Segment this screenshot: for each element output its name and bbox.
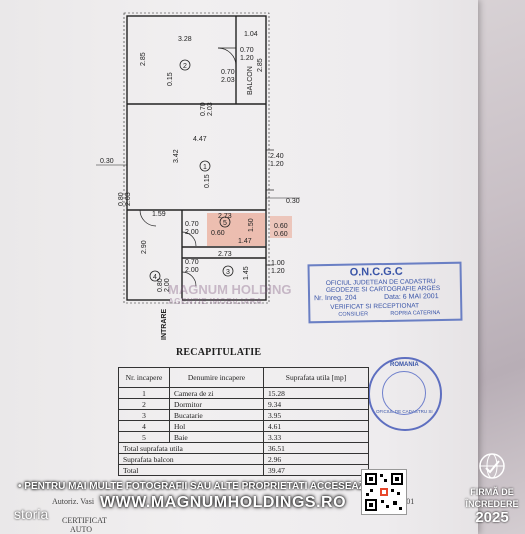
total-row: Total 39.47 xyxy=(118,464,369,476)
svg-text:2.00: 2.00 xyxy=(185,229,199,236)
svg-text:1.59: 1.59 xyxy=(152,211,166,218)
svg-text:0.70: 0.70 xyxy=(200,102,207,116)
faint-certificate: CERTIFICAT xyxy=(62,516,107,525)
svg-text:1.50: 1.50 xyxy=(248,218,255,232)
svg-text:0.70: 0.70 xyxy=(185,221,199,228)
faint-auto: AUTO xyxy=(70,525,93,534)
trust-badge: FIRMĂ DE ÎNCREDERE 2025 xyxy=(462,452,522,526)
balcony-label: BALCON xyxy=(247,66,254,95)
svg-text:0.80: 0.80 xyxy=(118,192,125,206)
svg-text:1.20: 1.20 xyxy=(270,161,284,168)
dim-right-top: 1.04 xyxy=(244,31,258,38)
svg-text:0.15: 0.15 xyxy=(167,72,174,86)
promo-banner-text: • PENTRU MAI MULTE FOTOGRAFII SAU ALTE P… xyxy=(18,481,373,492)
svg-text:1.20: 1.20 xyxy=(271,268,285,275)
total-row: Suprafata balcon 2.96 xyxy=(118,453,369,465)
svg-text:2.00: 2.00 xyxy=(185,267,199,274)
svg-text:2.00: 2.00 xyxy=(164,278,171,292)
faint-authorization: Autoriz. Vasi xyxy=(52,497,95,506)
svg-text:0.80: 0.80 xyxy=(157,278,164,292)
table-row: 2 Dormitor 9.34 xyxy=(118,398,369,410)
table-row: 1 Camera de zi 15.28 xyxy=(118,387,369,399)
agency-watermark: MAGNUM HOLDING AGENTIE IMOBILIARA xyxy=(168,282,292,306)
dim-room1-width: 4.47 xyxy=(193,136,207,143)
room-number-3: 3 xyxy=(226,269,230,276)
recap-title: RECAPITULATIE xyxy=(176,347,262,358)
dim-room2-height: 2.85 xyxy=(140,52,147,66)
qr-code-icon[interactable] xyxy=(361,469,407,515)
svg-text:2.03: 2.03 xyxy=(221,77,235,84)
svg-text:2.40: 2.40 xyxy=(270,153,284,160)
svg-text:1.20: 1.20 xyxy=(240,55,254,62)
outer-walls xyxy=(126,15,267,301)
svg-text:2.85: 2.85 xyxy=(257,58,264,72)
svg-text:1.45: 1.45 xyxy=(243,266,250,280)
svg-text:0.60: 0.60 xyxy=(274,231,288,238)
svg-text:2.03: 2.03 xyxy=(125,192,132,206)
room-number-2: 2 xyxy=(183,63,187,70)
website-link[interactable]: WWW.MAGNUMHOLDINGS.RO xyxy=(100,494,347,511)
svg-text:2.90: 2.90 xyxy=(141,240,148,254)
svg-text:2.03: 2.03 xyxy=(207,102,214,116)
svg-text:3.42: 3.42 xyxy=(173,149,180,163)
svg-text:0.70: 0.70 xyxy=(221,69,235,76)
svg-text:2.73: 2.73 xyxy=(218,251,232,258)
room-number-1: 1 xyxy=(203,164,207,171)
recap-header-row: Nr. incapere Denumire incapere Suprafata… xyxy=(118,367,369,388)
oncgc-stamp: O.N.C.G.C OFICIUL JUDETEAN DE CADASTRU G… xyxy=(307,261,463,324)
svg-text:1.00: 1.00 xyxy=(271,260,285,267)
round-official-stamp: ROMANIA OFICIUL DE CADASTRU SI xyxy=(368,357,442,431)
table-row: 4 Hol 4.61 xyxy=(118,420,369,432)
svg-text:2.73: 2.73 xyxy=(218,213,232,220)
svg-text:0.60: 0.60 xyxy=(211,230,225,237)
table-row: 3 Bucatarie 3.95 xyxy=(118,409,369,421)
recap-table: Nr. incapere Denumire incapere Suprafata… xyxy=(118,367,369,476)
bathroom-highlight xyxy=(207,213,265,246)
entry-label: INTRARE xyxy=(161,309,168,340)
svg-text:0.60: 0.60 xyxy=(274,223,288,230)
svg-text:0.70: 0.70 xyxy=(240,47,254,54)
globe-icon xyxy=(479,453,505,479)
svg-text:0.30: 0.30 xyxy=(286,198,300,205)
svg-text:0.70: 0.70 xyxy=(185,259,199,266)
svg-text:1.47: 1.47 xyxy=(238,238,252,245)
total-row: Total suprafata utila 36.51 xyxy=(118,442,369,454)
svg-text:0.15: 0.15 xyxy=(204,174,211,188)
dim-top-width: 3.28 xyxy=(178,36,192,43)
room-number-4: 4 xyxy=(153,274,157,281)
storia-logo: storia xyxy=(14,506,49,522)
table-row: 5 Baie 3.33 xyxy=(118,431,369,443)
room-number-5: 5 xyxy=(223,220,227,227)
floor-plan-drawing: 2 1 3 4 5 3.28 1.04 2.85 0.15 0.70 1.20 … xyxy=(96,12,300,340)
svg-text:0.30: 0.30 xyxy=(100,158,114,165)
